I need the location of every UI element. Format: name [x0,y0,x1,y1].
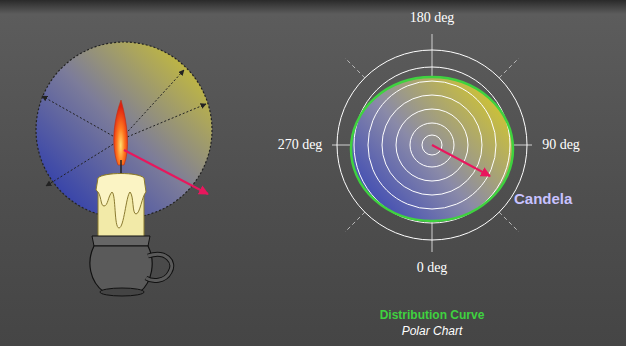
chart-title: Distribution Curve [380,309,485,322]
angle-label: 180 deg [410,10,455,25]
unit-label: Candela [514,191,572,208]
angle-label: 90 deg [542,137,580,152]
angle-label: 0 deg [417,260,448,275]
polar-chart [332,34,532,252]
chart-subtitle: Polar Chart [402,325,463,338]
candle [90,100,172,296]
angle-label: 270 deg [278,137,323,152]
intensity-arrow [124,150,208,194]
ray-arrows [42,70,206,186]
